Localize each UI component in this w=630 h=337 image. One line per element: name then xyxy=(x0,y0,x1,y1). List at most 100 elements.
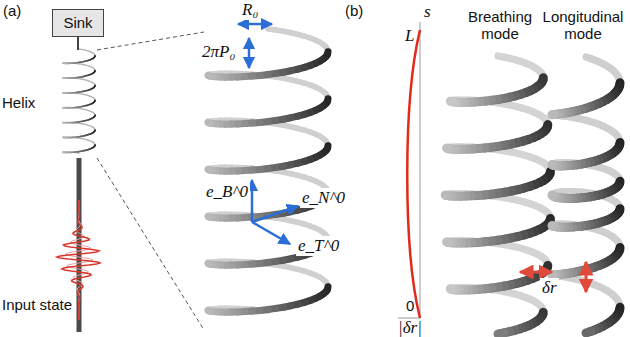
helix-back xyxy=(93,127,95,129)
helix-front xyxy=(442,144,452,153)
helix-front xyxy=(548,160,558,169)
helix-front xyxy=(548,110,557,119)
helix-back xyxy=(64,77,66,78)
helix-back xyxy=(549,111,557,118)
helix-front xyxy=(209,307,211,314)
axis-label: 0 xyxy=(406,297,414,314)
sink-box: Sink xyxy=(52,9,103,37)
helix-back xyxy=(94,144,95,146)
helix-back xyxy=(92,141,93,143)
helix-front xyxy=(94,70,96,72)
helix-back xyxy=(205,307,211,313)
helix-front xyxy=(63,137,66,139)
helix-back xyxy=(209,166,211,172)
helix-back xyxy=(64,92,66,93)
helix-front xyxy=(62,152,64,154)
helix-front xyxy=(92,102,95,104)
helix-back xyxy=(63,107,65,108)
s-axis xyxy=(420,22,421,318)
helix-back xyxy=(62,92,64,93)
helix-back xyxy=(92,111,93,113)
helix-back xyxy=(94,84,95,86)
helix-back xyxy=(62,92,63,93)
helix-front xyxy=(62,62,64,64)
helix-back xyxy=(92,141,94,143)
binormal-vector xyxy=(251,180,254,222)
box-label: Sink xyxy=(63,14,92,31)
helix-front xyxy=(92,131,95,133)
helix-back xyxy=(442,191,450,199)
helix-front xyxy=(548,160,557,169)
helix-back xyxy=(63,77,65,78)
helix-back xyxy=(447,144,448,152)
helix-front xyxy=(62,107,64,109)
helix-front xyxy=(205,72,213,79)
helix-front xyxy=(94,71,96,73)
helix-front xyxy=(446,97,456,106)
helix-front xyxy=(63,107,65,109)
radial-displacement-arrow xyxy=(520,271,552,274)
helix-front xyxy=(94,85,96,87)
helix-back xyxy=(205,260,211,266)
helix-back xyxy=(549,221,557,229)
helix-front xyxy=(548,221,558,230)
helix-back xyxy=(447,285,455,292)
helix-back xyxy=(62,151,64,152)
helix-back xyxy=(63,92,65,93)
helix-back xyxy=(209,260,211,266)
axis-label: L xyxy=(405,26,414,46)
helix-back xyxy=(209,213,211,219)
helix-front xyxy=(62,152,64,154)
helix-back xyxy=(94,129,95,131)
helix-front xyxy=(62,137,64,139)
helix-front xyxy=(63,62,65,64)
helix-front xyxy=(209,72,211,79)
helix-front xyxy=(63,107,66,109)
helix-front xyxy=(94,55,96,57)
helix-front xyxy=(63,122,65,124)
helix-back xyxy=(92,97,94,99)
helix-front xyxy=(63,77,65,79)
helix-front xyxy=(446,284,455,293)
helix-front xyxy=(586,332,590,334)
helix-back xyxy=(92,52,93,54)
helix-front xyxy=(94,85,96,87)
helix-front xyxy=(442,237,451,246)
helix-back xyxy=(62,77,64,78)
helix-back xyxy=(548,161,555,169)
helix-front xyxy=(94,114,96,116)
part-label: Input state xyxy=(2,296,72,313)
mode-profile xyxy=(407,30,420,318)
helix-back xyxy=(92,52,94,54)
radius-label: R₀ xyxy=(240,0,260,20)
helix-back xyxy=(63,151,65,152)
helix-back xyxy=(62,137,63,138)
helix-back xyxy=(94,99,95,101)
sink-stem xyxy=(77,36,79,50)
helix-front xyxy=(94,144,96,146)
helix-front xyxy=(62,62,64,64)
helix-back xyxy=(93,142,95,144)
helix-front xyxy=(441,191,451,200)
normal-vector xyxy=(252,206,298,222)
mode-title: Longitudinal mode xyxy=(539,8,627,43)
helix-front xyxy=(62,137,64,139)
helix-front xyxy=(63,63,66,65)
helix-back xyxy=(93,53,95,55)
helix-back xyxy=(63,122,65,123)
helix-back xyxy=(451,285,452,292)
helix-back xyxy=(94,98,96,100)
helix-front xyxy=(63,137,65,139)
helix-front xyxy=(62,92,64,94)
vector-label: e_T^0 xyxy=(296,236,341,256)
helix-front xyxy=(205,260,213,267)
helix-back xyxy=(451,97,452,105)
helix-back xyxy=(209,307,211,313)
helix-front xyxy=(446,191,447,200)
helix-front xyxy=(94,56,96,58)
helix-back xyxy=(92,96,93,98)
helix-back xyxy=(64,62,66,63)
panel-label: (a) xyxy=(3,2,21,19)
axis-label: s xyxy=(424,2,431,22)
